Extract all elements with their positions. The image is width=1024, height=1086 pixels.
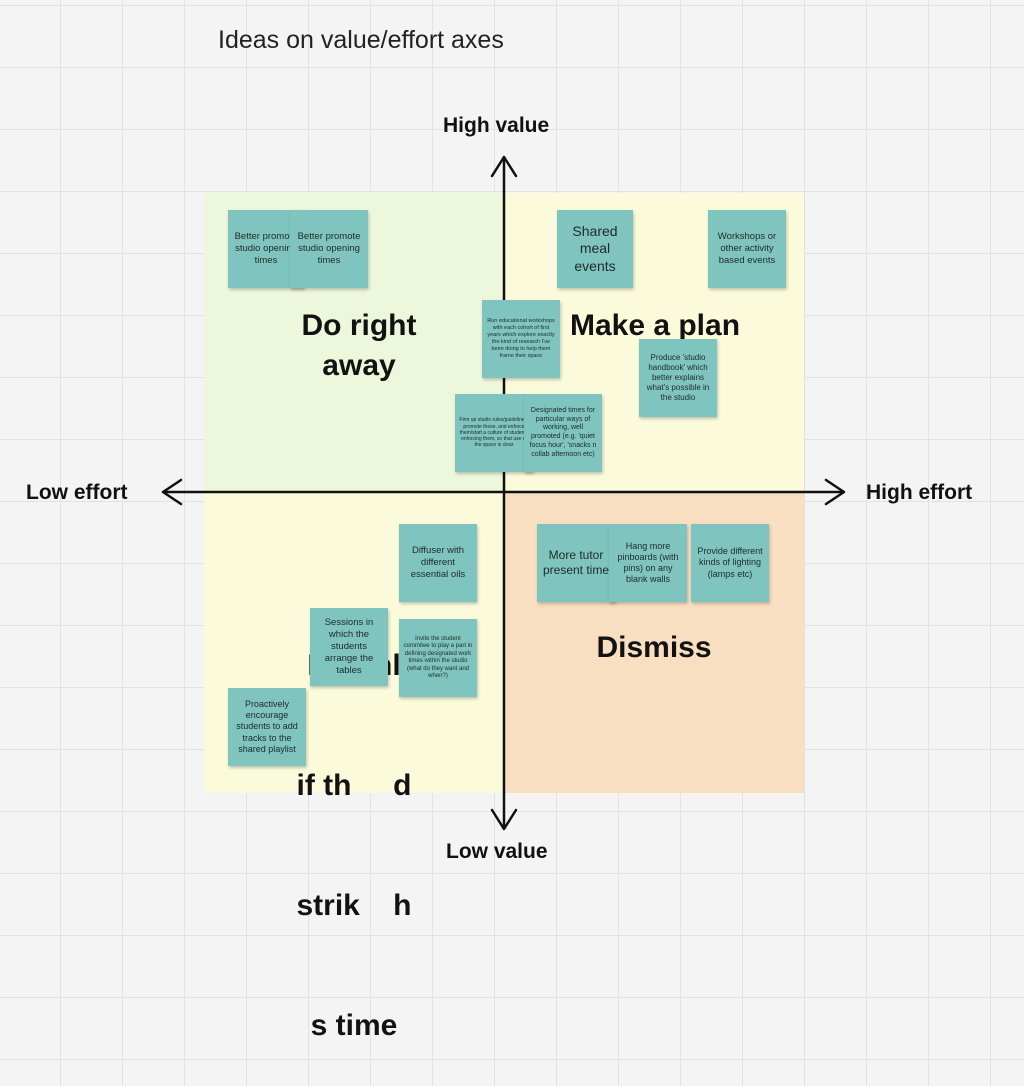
sticky-note[interactable]: Better promote studio opening times [290,210,368,288]
board-title: Ideas on value/effort axes [218,26,504,54]
sticky-note[interactable]: More tutor present time [537,524,615,602]
note-text: Run educational workshops with each coho… [487,318,555,359]
note-text: Produce 'studio handbook' which better e… [646,353,710,402]
quadrant-label-line: if th d [296,769,412,802]
sticky-note[interactable]: Produce 'studio handbook' which better e… [639,339,717,417]
arrow-right-icon [824,478,846,506]
note-text: Designated times for particular ways of … [529,406,597,458]
note-text: Better promote studio opening times [297,231,361,266]
axis-label-high-value: High value [443,114,550,137]
sticky-note[interactable]: Diffuser with different essential oils [399,524,477,602]
axes [161,155,846,831]
arrow-down-icon [490,808,518,831]
note-text: Hang more pinboards (with pins) on any b… [617,540,679,585]
axis-label-high-effort: High effort [866,481,973,504]
sticky-note[interactable]: Firm up studio rules/guidelines, promote… [455,394,533,472]
note-text: Sessions in which the students arrange t… [324,617,374,676]
quadrant-label-line: s time [310,1009,398,1042]
sticky-note[interactable]: Hang more pinboards (with pins) on any b… [609,524,687,602]
sticky-note[interactable]: Provide different kinds of lighting (lam… [691,524,769,602]
sticky-note[interactable]: Shared meal events [557,210,633,288]
quadrant-label-line: away [322,349,396,382]
note-text: Provide different kinds of lighting (lam… [697,546,763,579]
quadrant-label-line: Make a plan [569,309,741,342]
arrow-left-icon [161,478,183,506]
quadrant-label-line: Do right [301,309,417,342]
note-text: Firm up studio rules/guidelines, promote… [459,417,529,449]
arrow-up-icon [490,155,518,178]
note-text: Better promote studio opening times [234,231,298,266]
sticky-note[interactable]: Designated times for particular ways of … [524,394,602,472]
axis-label-low-value: Low value [446,840,548,863]
quadrant-label-top-left: Do right away [244,306,474,386]
note-text: Workshops or other activity based events [717,231,777,266]
note-text: Proactively encourage students to add tr… [236,698,298,754]
quadrant-label-bottom-right: Dismiss [564,628,744,668]
sticky-note[interactable]: Workshops or other activity based events [708,210,786,288]
axis-label-low-effort: Low effort [26,481,128,504]
note-text: Diffuser with different essential oils [410,545,466,580]
sticky-note[interactable]: Proactively encourage students to add tr… [228,688,306,766]
quadrant-label-line: Dismiss [596,631,712,664]
sticky-note[interactable]: Sessions in which the students arrange t… [310,608,388,686]
sticky-note[interactable]: Run educational workshops with each coho… [482,300,560,378]
note-text: Shared meal events [572,222,618,274]
note-text: More tutor present time [542,548,610,577]
sticky-note[interactable]: Invite the student commitee to play a pa… [399,619,477,697]
note-text: Invite the student commitee to play a pa… [403,635,473,680]
